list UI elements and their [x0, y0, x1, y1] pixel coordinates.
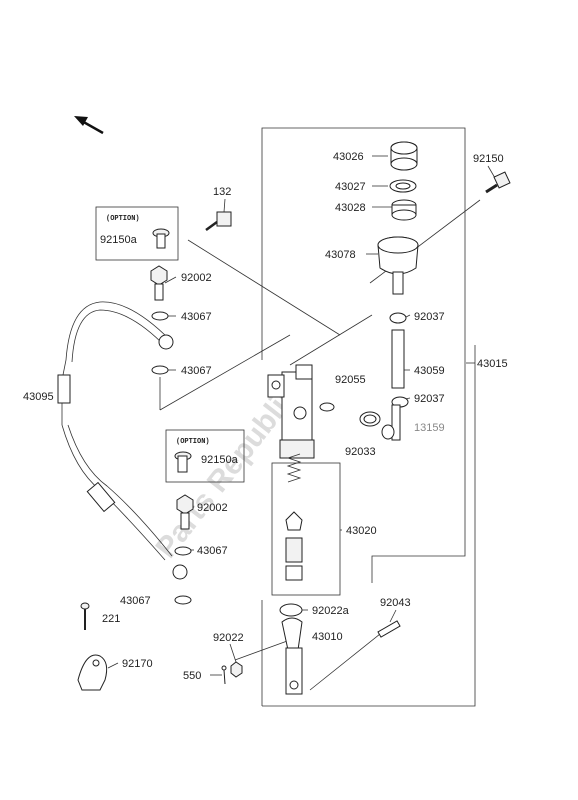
label-92033: 92033 [345, 446, 376, 458]
push-rod-43010-part [281, 617, 303, 695]
o-ring-92055-part [319, 402, 335, 412]
master-cylinder-body-part [267, 364, 315, 459]
label-43067-1: 43067 [181, 311, 212, 323]
label-43026: 43026 [333, 151, 364, 163]
piston-kit-43020-part [285, 453, 303, 581]
banjo-bolt-upper-part [150, 265, 168, 301]
circlip-92033-part [359, 411, 381, 427]
label-92150: 92150 [473, 153, 504, 165]
reservoir-part [377, 236, 419, 295]
boot-92022a-part [279, 603, 303, 617]
label-221: 221 [102, 613, 120, 625]
washer-43067-part [151, 311, 192, 605]
brake-hose-part [57, 301, 188, 580]
banjo-bolt-option-upper-part [152, 228, 170, 249]
label-43067-2: 43067 [181, 365, 212, 377]
cotter-pin-550-part [221, 665, 227, 685]
label-92043: 92043 [380, 597, 411, 609]
diaphragm-plate-part [389, 179, 417, 193]
reservoir-cap-part [390, 141, 418, 171]
nut-92022-part [230, 661, 243, 678]
label-43059: 43059 [414, 365, 445, 377]
assembly-frame [61, 127, 481, 707]
label-92037-lower: 92037 [414, 393, 445, 405]
label-43067-3: 43067 [197, 545, 228, 557]
screw-221-part [80, 602, 90, 630]
label-43027: 43027 [335, 181, 366, 193]
banjo-bolt-option-lower-part [174, 451, 192, 473]
label-92055: 92055 [335, 374, 366, 386]
label-132: 132 [213, 186, 231, 198]
label-43095: 43095 [23, 391, 54, 403]
bolt-92150-part [485, 171, 511, 194]
option-box-upper [95, 206, 179, 261]
label-92022: 92022 [213, 632, 244, 644]
label-92037-upper: 92037 [414, 311, 445, 323]
pin-92043-part [377, 620, 401, 638]
clamp-92170-part [77, 654, 108, 691]
option-box-lower [165, 429, 245, 483]
label-13159: 13159 [414, 422, 445, 434]
banjo-bolt-lower-part [176, 494, 194, 530]
label-550: 550 [183, 670, 201, 682]
label-43015: 43015 [477, 358, 508, 370]
reservoir-hose-part [391, 329, 405, 389]
label-43010: 43010 [312, 631, 343, 643]
option-label-lower: (OPTION) [176, 438, 210, 446]
label-43028: 43028 [335, 202, 366, 214]
screw-132-part [205, 211, 232, 232]
label-43020: 43020 [346, 525, 377, 537]
front-direction-arrow-icon [74, 116, 104, 135]
clamp-92037-upper-part [389, 312, 407, 324]
label-92022a: 92022a [312, 605, 350, 617]
diaphragm-part [391, 199, 417, 221]
label-92150a-upper: 92150a [100, 234, 138, 246]
label-92002-upper: 92002 [181, 272, 212, 284]
label-43067-4: 43067 [120, 595, 151, 607]
hose-joint-13159-part [381, 404, 401, 441]
label-43078: 43078 [325, 249, 356, 261]
option-label-upper: (OPTION) [106, 215, 140, 223]
label-92150a-lower: 92150a [201, 454, 239, 466]
label-92002-lower: 92002 [197, 502, 228, 514]
label-92170: 92170 [122, 658, 153, 670]
